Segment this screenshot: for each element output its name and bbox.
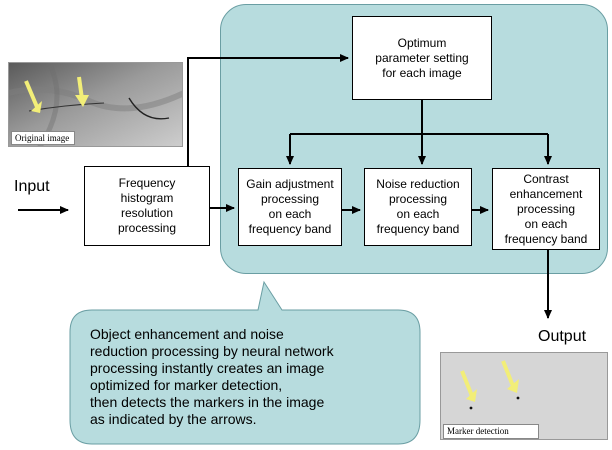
noise-reduction-text: Noise reduction processing on each frequ… [376, 177, 460, 236]
callout-text: Object enhancement and noise reduction p… [90, 326, 334, 427]
contrast-enhancement-box: Contrast enhancement processing on each … [492, 168, 600, 250]
detected-marker [516, 396, 520, 400]
marker-detection-caption: Marker detection [443, 424, 539, 439]
frequency-histogram-text: Frequency histogram resolution processin… [117, 176, 177, 235]
input-label: Input [14, 178, 50, 195]
marker-detection-image: Marker detection [440, 352, 608, 440]
gain-adjustment-box: Gain adjustment processing on each frequ… [238, 168, 342, 246]
original-image-caption: Original image [11, 131, 75, 145]
optimum-parameter-box: Optimum parameter setting for each image [352, 16, 492, 100]
optimum-parameter-text: Optimum parameter setting for each image [375, 35, 469, 80]
contrast-enhancement-text: Contrast enhancement processing on each … [504, 171, 588, 246]
noise-reduction-box: Noise reduction processing on each frequ… [364, 168, 472, 246]
output-label: Output [538, 328, 587, 345]
marker-arrow-icon [24, 80, 39, 108]
frequency-histogram-box: Frequency histogram resolution processin… [84, 166, 210, 246]
original-image: Original image [8, 62, 183, 147]
gain-adjustment-text: Gain adjustment processing on each frequ… [246, 177, 334, 236]
marker-arrow-icon [460, 370, 474, 397]
detected-marker [469, 406, 473, 410]
marker-arrow-icon [501, 360, 515, 387]
